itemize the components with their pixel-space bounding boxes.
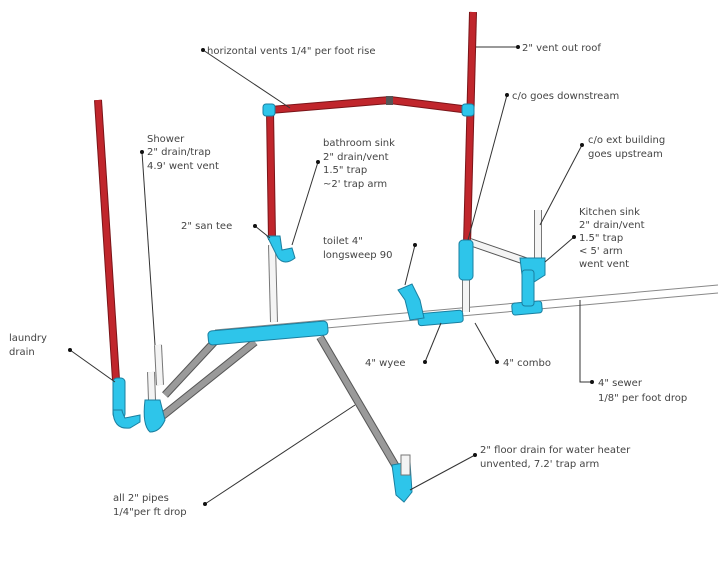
label-combo: 4" combo: [503, 358, 551, 369]
label-sewer: 4" sewer 1/8" per foot drop: [598, 378, 687, 404]
label-line: ~2' trap arm: [323, 179, 387, 190]
label-line: bathroom sink: [323, 138, 395, 149]
label-line: longsweep 90: [323, 250, 393, 261]
label-horizontal-vents: horizontal vents 1/4" per foot rise: [207, 46, 376, 57]
label-line: 2" drain/trap: [147, 147, 211, 158]
label-line: c/o ext building: [588, 135, 665, 146]
label-line: 2" drain/vent: [579, 220, 645, 231]
laundry-vent-pipe: [94, 99, 120, 381]
label-shower: Shower 2" drain/trap 4.9' went vent: [147, 134, 219, 172]
label-all-pipes: all 2" pipes 1/4"per ft drop: [113, 493, 187, 518]
label-san-tee: 2" san tee: [181, 221, 232, 232]
label-line: drain: [9, 347, 35, 358]
fittings: [112, 235, 546, 503]
label-line: goes upstream: [588, 149, 663, 160]
label-line: 4" sewer: [598, 378, 643, 389]
label-line: laundry: [9, 333, 47, 344]
label-line: 1.5" trap: [579, 233, 623, 244]
label-kitchen-sink: Kitchen sink 2" drain/vent 1.5" trap < 5…: [579, 207, 645, 270]
gray-drain-pipes: [157, 238, 530, 473]
label-line: 1/4"per ft drop: [113, 507, 187, 518]
label-toilet: toilet 4" longsweep 90: [323, 236, 393, 261]
horizontal-vent-loop: [262, 11, 477, 246]
label-line: toilet 4": [323, 236, 363, 247]
label-co-ext: c/o ext building goes upstream: [588, 135, 665, 160]
label-line: went vent: [579, 259, 629, 270]
leader-lines: [68, 45, 594, 506]
label-line: 1.5" trap: [323, 165, 367, 176]
label-line: Kitchen sink: [579, 207, 640, 218]
label-line: unvented, 7.2' trap arm: [480, 459, 599, 470]
label-line: all 2" pipes: [113, 493, 169, 504]
label-line: Shower: [147, 134, 185, 145]
label-vent-out-roof: 2" vent out roof: [522, 43, 601, 54]
label-line: < 5' arm: [579, 246, 623, 257]
label-line: 1/8" per foot drop: [598, 393, 687, 404]
label-line: 4.9' went vent: [147, 161, 219, 172]
label-wyee: 4" wyee: [365, 358, 406, 369]
label-floor-drain: 2" floor drain for water heater unvented…: [480, 445, 631, 470]
label-co-downstream: c/o goes downstream: [512, 91, 619, 102]
label-laundry: laundry drain: [9, 333, 47, 358]
label-bathroom-sink: bathroom sink 2" drain/vent 1.5" trap ~2…: [323, 138, 395, 190]
label-line: 2" floor drain for water heater: [480, 445, 631, 456]
label-line: 2" drain/vent: [323, 152, 389, 163]
